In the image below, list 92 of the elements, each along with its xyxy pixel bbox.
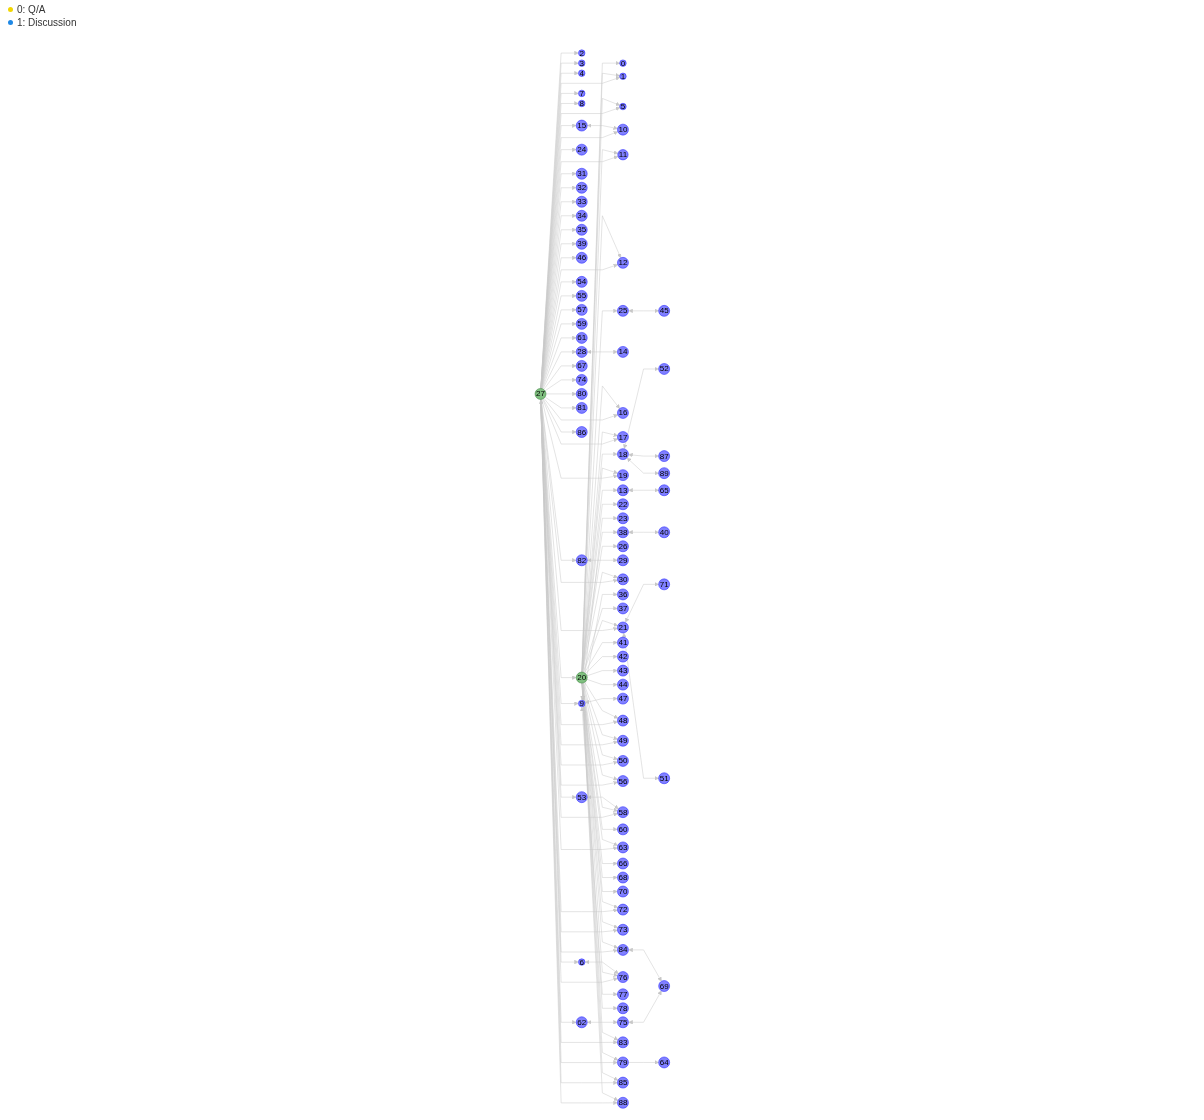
node-circle: 28 [575,346,588,358]
node-circle: 68 [616,871,629,884]
node-circle: 13 [616,484,629,497]
node-circle: 87 [658,450,670,462]
node-circle: 79 [616,1056,629,1069]
node-circle: 3 [577,59,585,67]
node-circle: 57 [575,304,588,316]
node-circle: 24 [575,144,588,156]
node-circle: 40 [658,526,670,539]
node-circle: 50 [616,755,629,767]
node-circle: 61 [575,332,588,344]
node-circle: 18 [616,448,629,460]
node-circle: 37 [616,602,629,615]
node-circle: 59 [575,318,588,330]
node-circle: 44 [616,678,629,691]
node-circle: 54 [575,276,588,288]
node-circle: 35 [575,224,588,236]
node-circle: 32 [575,182,588,194]
node-circle: 86 [575,426,588,438]
node-circle: 67 [575,360,588,372]
node-circle: 19 [616,469,629,481]
node-circle: 38 [616,526,629,539]
node-circle: 26 [616,540,629,553]
node-circle: 16 [616,407,629,419]
node-circle: 56 [616,775,629,787]
node-circle: 39 [575,238,588,250]
node-circle: 72 [616,903,629,916]
node-circle: 88 [616,1097,629,1109]
node-circle: 82 [575,554,588,567]
node-circle: 2 [577,49,585,57]
node-circle: 78 [616,1002,629,1015]
node-circle: 77 [616,988,629,1001]
node-circle: 89 [658,467,670,479]
node-circle: 85 [616,1076,629,1089]
node-circle: 42 [616,650,629,663]
node-circle: 10 [616,124,629,136]
node-circle: 20 [575,671,588,684]
node-circle: 80 [575,388,588,400]
legend-label: 0: Q/A [17,4,46,15]
node-circle: 74 [575,374,588,386]
node-circle: 84 [616,944,629,956]
node-circle: 70 [616,885,629,898]
node-circle: 30 [616,573,629,586]
node-circle: 64 [658,1056,670,1069]
node-circle: 52 [658,363,670,375]
node-circle: 33 [575,196,588,208]
node-circle: 65 [658,484,670,497]
node-circle: 43 [616,664,629,677]
node-circle: 21 [616,621,629,634]
node-circle: 0 [619,59,627,67]
node-circle: 34 [575,210,588,222]
node-circle: 75 [616,1016,629,1029]
node-circle: 9 [577,700,585,708]
node-circle: 27 [534,388,546,400]
node-circle: 60 [616,823,629,836]
node-circle: 81 [575,402,588,414]
node-circle: 66 [616,857,629,870]
node-circle: 62 [575,1016,588,1029]
node-circle: 1 [619,72,627,80]
node-circle: 22 [616,498,629,511]
node-circle: 55 [575,290,588,302]
node-circle: 11 [617,149,629,161]
node-circle: 76 [616,971,629,983]
node-circle: 71 [658,578,670,591]
node-circle: 4 [577,69,585,77]
node-circle: 14 [616,346,629,358]
node-circle: 6 [577,958,585,966]
node-circle: 31 [575,168,588,180]
node-circle: 45 [658,305,670,317]
node-circle: 23 [616,512,629,525]
node-circle: 49 [616,735,629,747]
node-circle: 48 [616,714,629,727]
node-circle: 36 [616,588,629,601]
node-circle: 8 [577,100,585,108]
node-circle: 5 [619,103,627,111]
node-circle: 12 [616,257,629,269]
legend-label: 1: Discussion [17,17,77,28]
node-circle: 63 [616,841,629,854]
node-circle: 41 [616,636,629,649]
node-circle: 7 [577,89,585,97]
node-circle: 69 [658,980,670,992]
node-circle: 51 [658,772,670,785]
node-circle: 25 [616,305,629,317]
node-circle: 58 [616,806,629,818]
node-circle: 53 [575,791,588,803]
node-circle: 47 [616,692,629,705]
node-circle: 46 [575,252,588,264]
node-circle: 73 [616,924,629,936]
node-circle: 83 [616,1036,629,1049]
node-circle: 15 [575,119,588,132]
node-circle: 17 [616,431,629,443]
node-circle: 29 [616,554,629,567]
